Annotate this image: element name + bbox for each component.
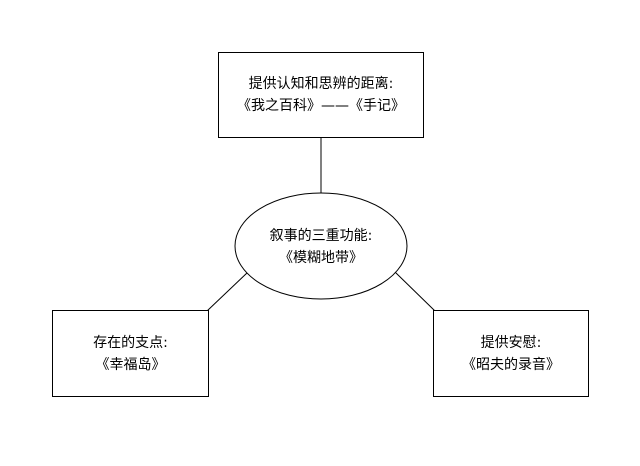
top-node: 提供认知和思辨的距离: 《我之百科》——《手记》 — [218, 52, 424, 138]
center-node-title: 叙事的三重功能: — [269, 227, 373, 244]
left-node-subtitle: 《幸福岛》 — [95, 356, 166, 373]
left-node: 存在的支点: 《幸福岛》 — [52, 310, 209, 397]
center-ellipse — [234, 192, 408, 300]
right-node-subtitle: 《昭夫的录音》 — [462, 356, 560, 373]
connector-left — [206, 271, 249, 312]
right-node: 提供安慰: 《昭夫的录音》 — [433, 310, 589, 397]
top-node-subtitle: 《我之百科》——《手记》 — [237, 98, 405, 114]
connector-right — [394, 271, 436, 312]
top-node-title: 提供认知和思辨的距离: — [248, 76, 394, 92]
center-node-subtitle: 《模糊地带》 — [279, 249, 363, 266]
center-node: 叙事的三重功能: 《模糊地带》 — [235, 193, 407, 300]
left-node-title: 存在的支点: — [93, 334, 168, 351]
right-node-title: 提供安慰: — [480, 334, 542, 351]
